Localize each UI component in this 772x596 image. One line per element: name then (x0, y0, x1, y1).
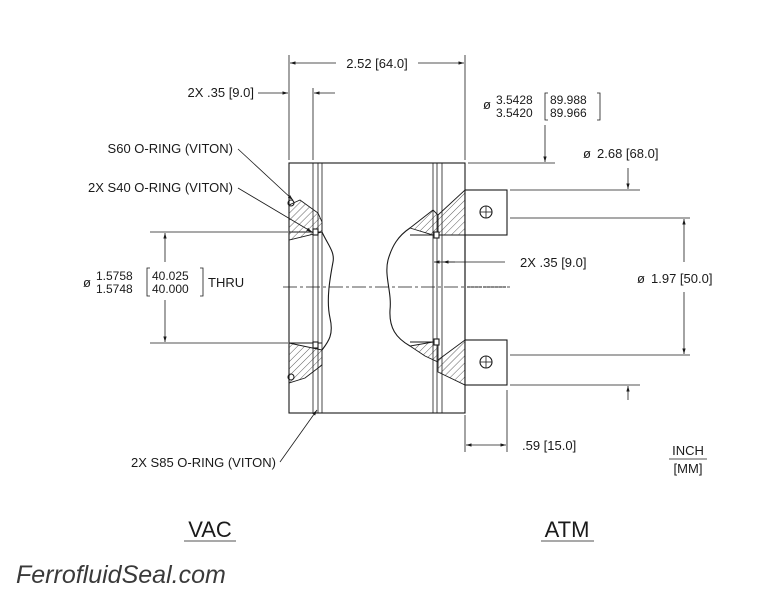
bore-tol-bottom: 1.5748 (96, 282, 133, 296)
flange-thickness-dim: .59 [15.0] (522, 438, 576, 453)
cutaway-section (287, 199, 440, 384)
od-mm-bottom: 89.966 (550, 106, 587, 120)
bore-mm-top: 40.025 (152, 269, 189, 283)
atm-side-label: ATM (545, 517, 590, 542)
dimensions: 2.52 [64.0] 2X .35 [9.0] ø 3.5428 3.5420… (83, 55, 712, 476)
od-tol-bottom: 3.5420 (496, 106, 533, 120)
flange-diameter-dim: 2.68 [68.0] (597, 146, 658, 161)
od-tol-top: 3.5428 (496, 93, 533, 107)
unit-inch: INCH (672, 443, 704, 458)
groove-width-left-dim: 2X .35 [9.0] (188, 85, 255, 100)
groove-width-right-dim: 2X .35 [9.0] (520, 255, 587, 270)
s60-oring-label: S60 O-RING (VITON) (108, 141, 233, 156)
od-diameter-symbol: ø (483, 97, 491, 112)
s40-oring-label: 2X S40 O-RING (VITON) (88, 180, 233, 195)
vac-side-label: VAC (188, 517, 232, 542)
overall-length-dim: 2.52 [64.0] (346, 56, 407, 71)
seal-housing (288, 162, 466, 414)
bore-thru: THRU (208, 275, 244, 290)
unit-mm: [MM] (674, 461, 703, 476)
s85-oring-label: 2X S85 O-RING (VITON) (131, 455, 276, 470)
od-mm-top: 89.988 (550, 93, 587, 107)
brand-watermark: FerrofluidSeal.com (16, 561, 226, 589)
bore-diameter-symbol: ø (83, 275, 91, 290)
bolt-circle-diameter-symbol: ø (637, 271, 645, 286)
bore-mm-bottom: 40.000 (152, 282, 189, 296)
flange-section-bottom (437, 339, 466, 386)
flange-diameter-symbol: ø (583, 146, 591, 161)
bolt-circle-dim: 1.97 [50.0] (651, 271, 712, 286)
mounting-flange (437, 188, 508, 386)
bore-tol-top: 1.5758 (96, 269, 133, 283)
housing-outline (288, 162, 466, 414)
